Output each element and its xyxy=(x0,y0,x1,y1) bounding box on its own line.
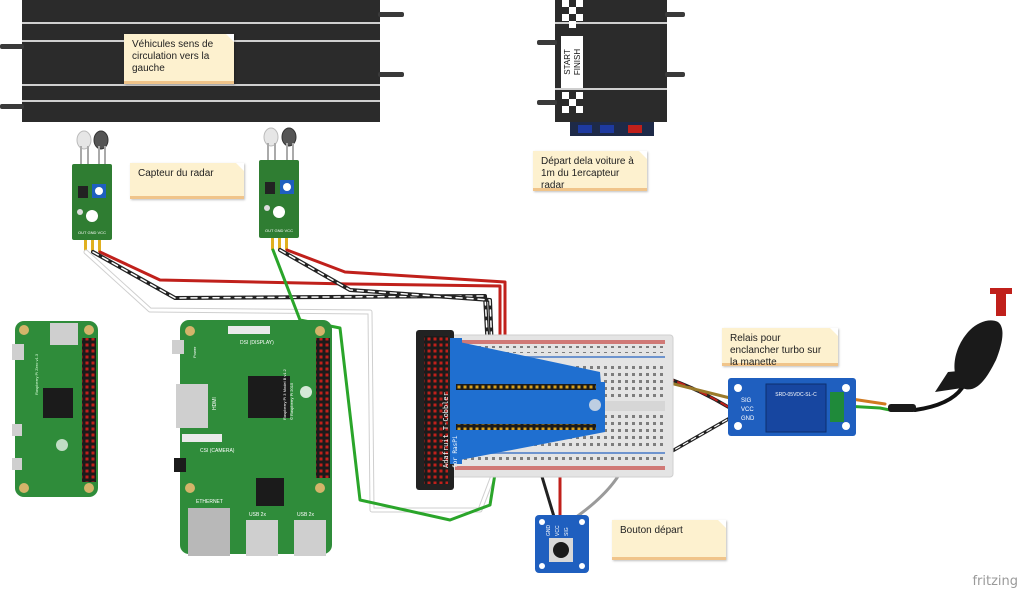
relay-part-label: SRD-05VDC-SL-C xyxy=(775,392,817,398)
note-relay-text: Relais pour enclancher turbo sur la mane… xyxy=(730,333,822,368)
cobbler-board xyxy=(416,330,605,490)
note-radar: Capteur du radar xyxy=(130,163,244,199)
cobbler-brand: Adafruit T-Cobbler xyxy=(442,392,450,468)
button-pin-vcc: VCC xyxy=(555,525,561,536)
pi3-power-label: Power xyxy=(192,346,197,358)
note-button: Bouton départ xyxy=(612,520,726,560)
pi3-dsi-label: DSI (DISPLAY) xyxy=(240,340,274,346)
pi3-usb1-label: USB 2x xyxy=(249,512,266,518)
button-pin-sig: SIG xyxy=(564,527,570,536)
pi3-model-label: Raspberry Pi 3 Model B v1.2 xyxy=(282,368,287,420)
start-button-module xyxy=(535,515,589,573)
pi3-usb2-label: USB 2x xyxy=(297,512,314,518)
wire-controller-green xyxy=(843,404,892,412)
note-button-text: Bouton départ xyxy=(620,525,683,536)
note-direction-text: Véhicules sens de circulation vers la ga… xyxy=(132,39,214,74)
cobbler-sub: for RasPi xyxy=(452,435,459,468)
note-start-line: Départ dela voiture à 1m du 1ercapteur r… xyxy=(533,151,647,191)
pi3-ethernet-label: ETHERNET xyxy=(196,499,223,505)
note-start-line-text: Départ dela voiture à 1m du 1ercapteur r… xyxy=(541,156,634,191)
relay-module xyxy=(728,378,856,436)
note-fold-icon xyxy=(639,151,647,159)
radar-sensor-2 xyxy=(259,127,299,250)
start-finish-label: STARTFINISH xyxy=(563,49,582,75)
fritzing-watermark: fritzing xyxy=(972,574,1018,589)
pi3-csi-label: CSI (CAMERA) xyxy=(200,448,235,454)
wire-button-gnd xyxy=(538,468,557,522)
note-fold-icon xyxy=(830,328,838,336)
raspberry-pi-3 xyxy=(172,320,332,556)
wire-controller-cable xyxy=(913,386,964,412)
note-fold-icon xyxy=(236,163,244,171)
wire-sensor2-red xyxy=(285,248,507,352)
relay-pin-vcc: VCC xyxy=(741,407,754,413)
note-relay: Relais pour enclancher turbo sur la mane… xyxy=(722,328,838,368)
relay-pin-gnd: GND xyxy=(741,416,755,422)
track-section-start-finish xyxy=(537,0,685,136)
note-fold-icon xyxy=(226,34,234,42)
raspberry-pi-zero xyxy=(12,321,98,497)
note-radar-text: Capteur du radar xyxy=(138,168,214,179)
wire-sensor1-red xyxy=(98,250,502,352)
pi3-copyright-label: © Raspberry Pi 2015 xyxy=(289,382,294,420)
controller-handset xyxy=(888,288,1012,412)
radar-sensor-1 xyxy=(72,130,112,252)
note-direction: Véhicules sens de circulation vers la ga… xyxy=(124,34,234,84)
button-pin-gnd: GND xyxy=(546,525,552,537)
pi3-hdmi-label: HDMI xyxy=(212,397,218,410)
sensor-2-pin-labels: OUT GND VCC xyxy=(265,228,293,233)
relay-pin-sig: SIG xyxy=(741,398,752,404)
note-fold-icon xyxy=(718,520,726,528)
pi-zero-label: Raspberry Pi Zero v1.3 xyxy=(34,353,39,395)
sensor-1-pin-labels: OUT GND VCC xyxy=(78,230,106,235)
